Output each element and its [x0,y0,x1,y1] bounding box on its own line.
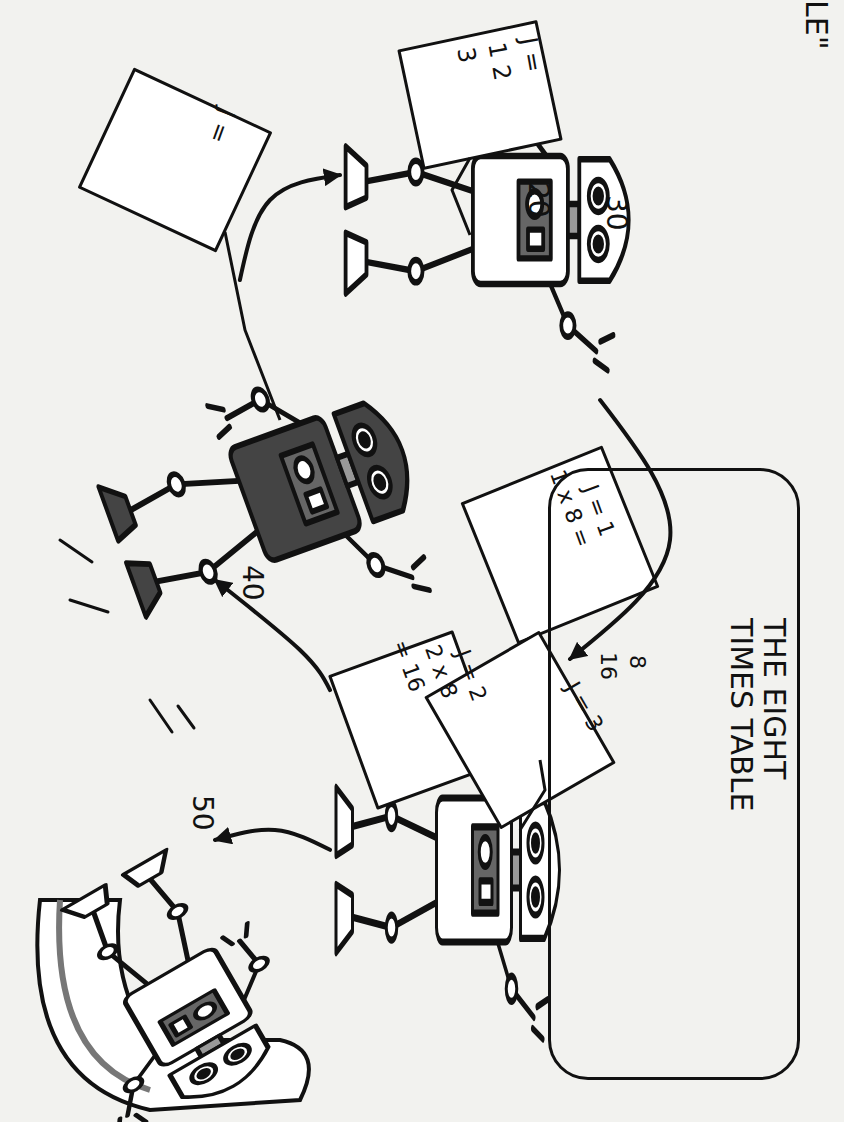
robot-line-50 [8,833,314,1122]
bracket-box: THE EIGHT TIMES TABLE [548,468,800,1080]
line-number: 40 [236,565,267,601]
line-number: 50 [186,795,217,831]
robot-step: 30 [330,650,570,1100]
flow-arrow [215,580,330,690]
robot-arm [452,158,470,235]
box-heading: THE EIGHT TIMES TABLE [725,618,791,868]
motion-lines [60,540,194,732]
paper-sheet [80,69,271,250]
robot-step: 20 [340,40,640,400]
line-number: 30 [600,195,631,231]
paper-note: 1 2 [483,40,516,82]
robot-step: 50 [20,840,320,1110]
paper-sheet [462,447,657,642]
flow-arrow [240,175,340,280]
robot-arm [520,760,545,830]
paper-sheet [399,22,561,168]
flow-arrow [215,830,330,850]
robot-line-40 [85,349,450,685]
line-number: 20 [522,182,553,218]
robot-arm [225,232,280,420]
paper-note: J = [515,35,547,74]
paper-note: 8 [625,655,649,669]
paper-sheet [426,633,614,828]
heading-fragment: LE" [800,0,833,49]
paper-note: 16 [596,652,620,680]
robot-step: 40 [130,280,400,580]
